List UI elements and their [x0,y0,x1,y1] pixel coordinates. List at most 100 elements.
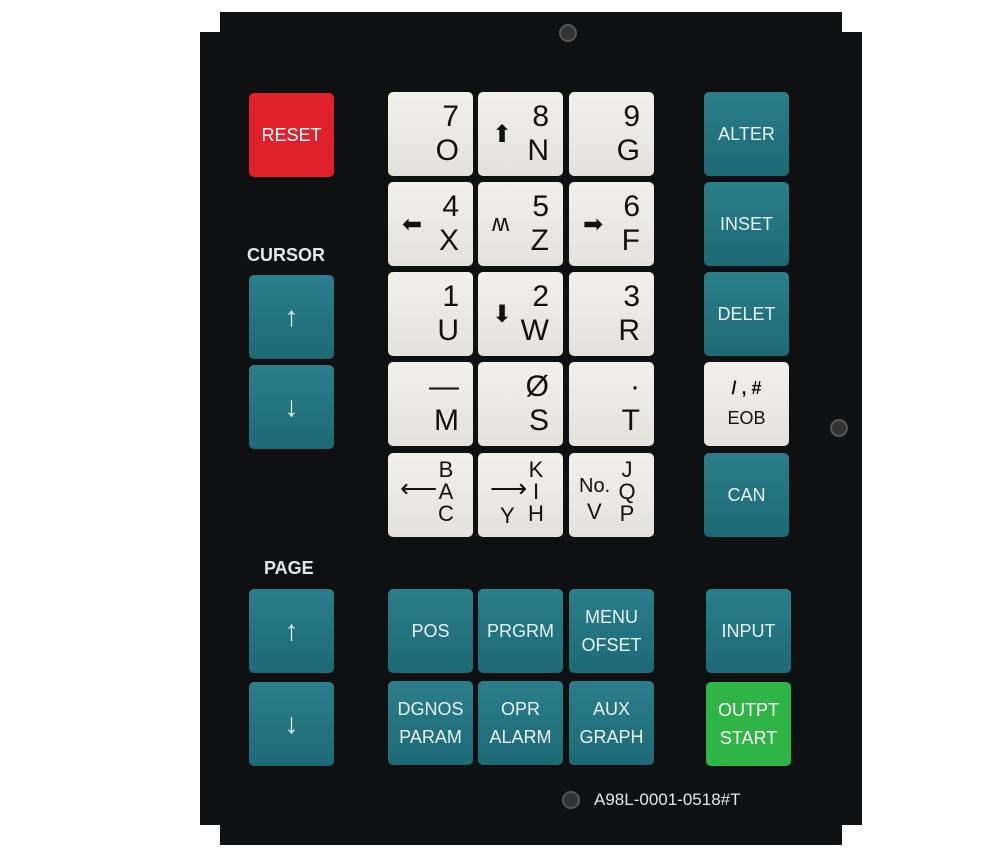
key-number: 8 [532,100,549,133]
key-number: Ø [525,370,549,403]
can-button[interactable]: CAN [704,453,789,537]
key-number: 1 [442,280,459,313]
key-letter: R [618,314,640,347]
arrow-icon: ʍ [492,210,510,237]
arrow-icon: ⬇ [492,301,513,328]
key-label: CAN [727,485,766,505]
key-number: 5 [532,190,549,223]
key-letter: W [520,314,549,347]
key-label: PRGRM [487,621,554,641]
key-letter: T [621,404,640,437]
key-number: 2 [532,280,549,313]
key-label: ALTER [718,124,775,144]
key-number: 7 [442,100,459,133]
arrow-up-icon: ↑ [284,615,299,646]
key-number: · [630,370,640,403]
key-letter: B [438,457,454,482]
reset-button[interactable]: RESET [249,93,334,177]
key-letter: O [435,134,459,167]
key-number: 4 [442,190,459,223]
key-label: PARAM [399,727,462,747]
key-letter: Z [530,224,549,257]
arrow-icon: ⟶ [490,473,528,503]
key-letter: M [434,404,459,437]
key-letter: J [621,457,633,482]
input-button[interactable]: INPUT [706,589,791,673]
key-number: 3 [623,280,640,313]
key-letter: P [619,501,635,526]
number-label: No. [579,475,611,497]
cursor-label: CURSOR [247,245,326,265]
menu-ofset-button[interactable]: MENU OFSET [569,589,654,673]
page-label: PAGE [264,558,314,578]
arrow-icon: ⬅ [402,211,423,238]
aux-graph-button[interactable]: AUX GRAPH [569,681,654,765]
key-letter: X [438,224,459,257]
key-number: 9 [623,100,640,133]
key-letter: G [616,134,640,167]
key-number: 6 [623,190,640,223]
key-number: — [429,370,459,403]
key-letter: I [532,479,540,504]
arrow-icon: ⟵ [400,473,438,503]
key-letter: U [437,314,459,347]
key-label: OFSET [581,635,642,655]
screw-hole [559,24,577,42]
key-label: MENU [585,607,638,627]
screw-hole [830,419,848,437]
key-label: START [719,728,778,748]
eob-button[interactable]: / , #EOB [704,362,789,446]
inset-button[interactable]: INSET [704,182,789,266]
pos-button[interactable]: POS [388,589,473,673]
cursor-up-button[interactable]: ↑ [249,275,334,359]
key-label: POS [411,621,450,641]
key-t[interactable]: ·T [569,362,654,446]
reset-label: RESET [261,124,322,145]
arrow-down-icon: ↓ [284,391,299,422]
key-letter: S [528,404,549,437]
key-label: INSET [719,214,773,234]
key-letter: C [438,501,454,526]
model-number: A98L-0001-0518#T [594,790,741,809]
key-label: INPUT [721,621,776,641]
output-start-button[interactable]: OUTPT START [706,682,791,766]
alter-button[interactable]: ALTER [704,92,789,176]
key-label: GRAPH [579,727,644,747]
cursor-down-button[interactable]: ↓ [249,365,334,449]
key-letter: Y [500,503,515,528]
prgrm-button[interactable]: PRGRM [478,589,563,673]
key-label: DGNOS [397,699,464,719]
arrow-icon: ➡ [583,211,604,238]
key-label: AUX [592,699,630,719]
page-down-button[interactable]: ↓ [249,682,334,766]
dgnos-param-button[interactable]: DGNOS PARAM [388,681,473,765]
key-letter: F [621,224,640,257]
key-label: OUTPT [718,700,779,720]
arrow-down-icon: ↓ [284,708,299,739]
page-up-button[interactable]: ↑ [249,589,334,673]
key-label: DELET [717,304,776,324]
key-label: ALARM [489,727,552,747]
delet-button[interactable]: DELET [704,272,789,356]
key-letter: A [438,479,454,504]
key-letter: Q [618,479,636,504]
key-label: EOB [727,408,766,428]
key-m[interactable]: —M [388,362,473,446]
